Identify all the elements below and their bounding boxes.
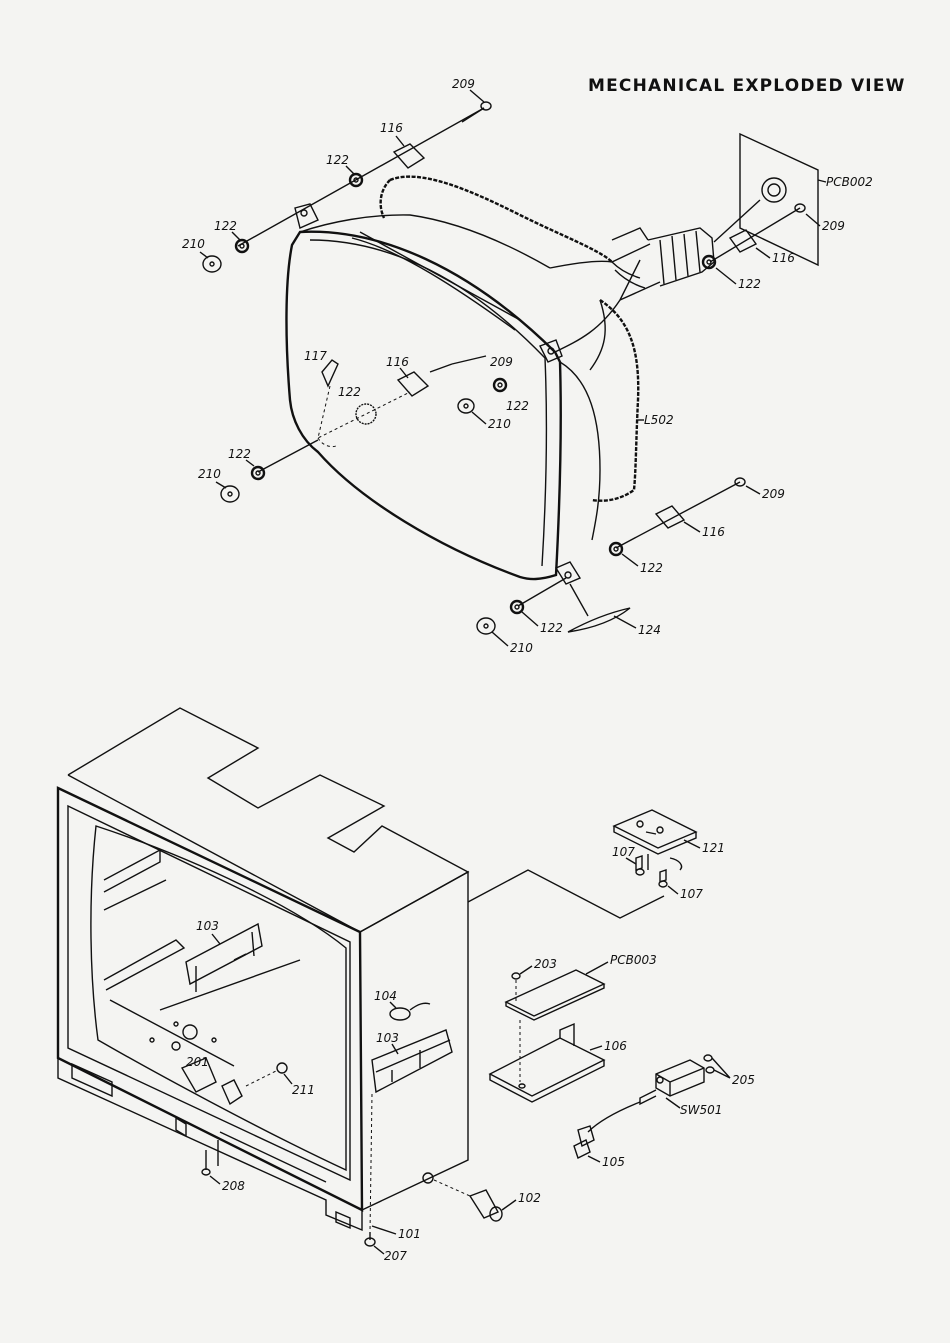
label-210-center: 210	[488, 417, 511, 431]
label-105: 105	[602, 1155, 625, 1169]
label-208: 208	[222, 1179, 245, 1193]
label-209-top: 209	[452, 77, 475, 91]
label-207: 207	[384, 1249, 407, 1263]
label-122-top: 122	[326, 153, 349, 167]
label-122-center: 122	[338, 385, 361, 399]
label-203: 203	[534, 957, 557, 971]
label-211: 211	[292, 1083, 315, 1097]
label-107-top: 107	[612, 845, 635, 859]
label-l502: L502	[644, 413, 674, 427]
pcb003-board	[506, 970, 604, 1016]
label-101: 101	[398, 1227, 421, 1241]
label-209-right: 209	[822, 219, 845, 233]
label-210-left: 210	[182, 237, 205, 251]
degauss-coil-l502	[390, 177, 638, 501]
label-116-lower-right: 116	[702, 525, 725, 539]
label-107-bottom: 107	[680, 887, 703, 901]
board-121	[614, 810, 696, 848]
label-122-left: 122	[214, 219, 237, 233]
label-sw501: SW501	[680, 1103, 722, 1117]
label-122-lower-right: 122	[640, 561, 663, 575]
label-122-bottom: 122	[540, 621, 563, 635]
label-201: 201	[186, 1055, 209, 1069]
label-122-center-right: 122	[506, 399, 529, 413]
label-122-lower-left: 122	[228, 447, 251, 461]
label-116-right: 116	[772, 251, 795, 265]
label-103-right: 103	[376, 1031, 399, 1045]
label-106: 106	[604, 1039, 627, 1053]
label-116-center: 116	[386, 355, 409, 369]
label-117: 117	[304, 349, 327, 363]
label-pcb003: PCB003	[610, 953, 657, 967]
label-122-right: 122	[738, 277, 761, 291]
label-103-left: 103	[196, 919, 219, 933]
label-pcb002: PCB002	[826, 175, 873, 189]
label-209-lower-right: 209	[762, 487, 785, 501]
label-102: 102	[518, 1191, 541, 1205]
label-116-top: 116	[380, 121, 403, 135]
pcb002-board	[740, 134, 818, 265]
label-121: 121	[702, 841, 725, 855]
label-205: 205	[732, 1073, 755, 1087]
label-124: 124	[638, 623, 661, 637]
label-210-lower-left: 210	[198, 467, 221, 481]
label-209-center: 209	[490, 355, 513, 369]
label-210-bottom: 210	[510, 641, 533, 655]
label-104: 104	[374, 989, 397, 1003]
